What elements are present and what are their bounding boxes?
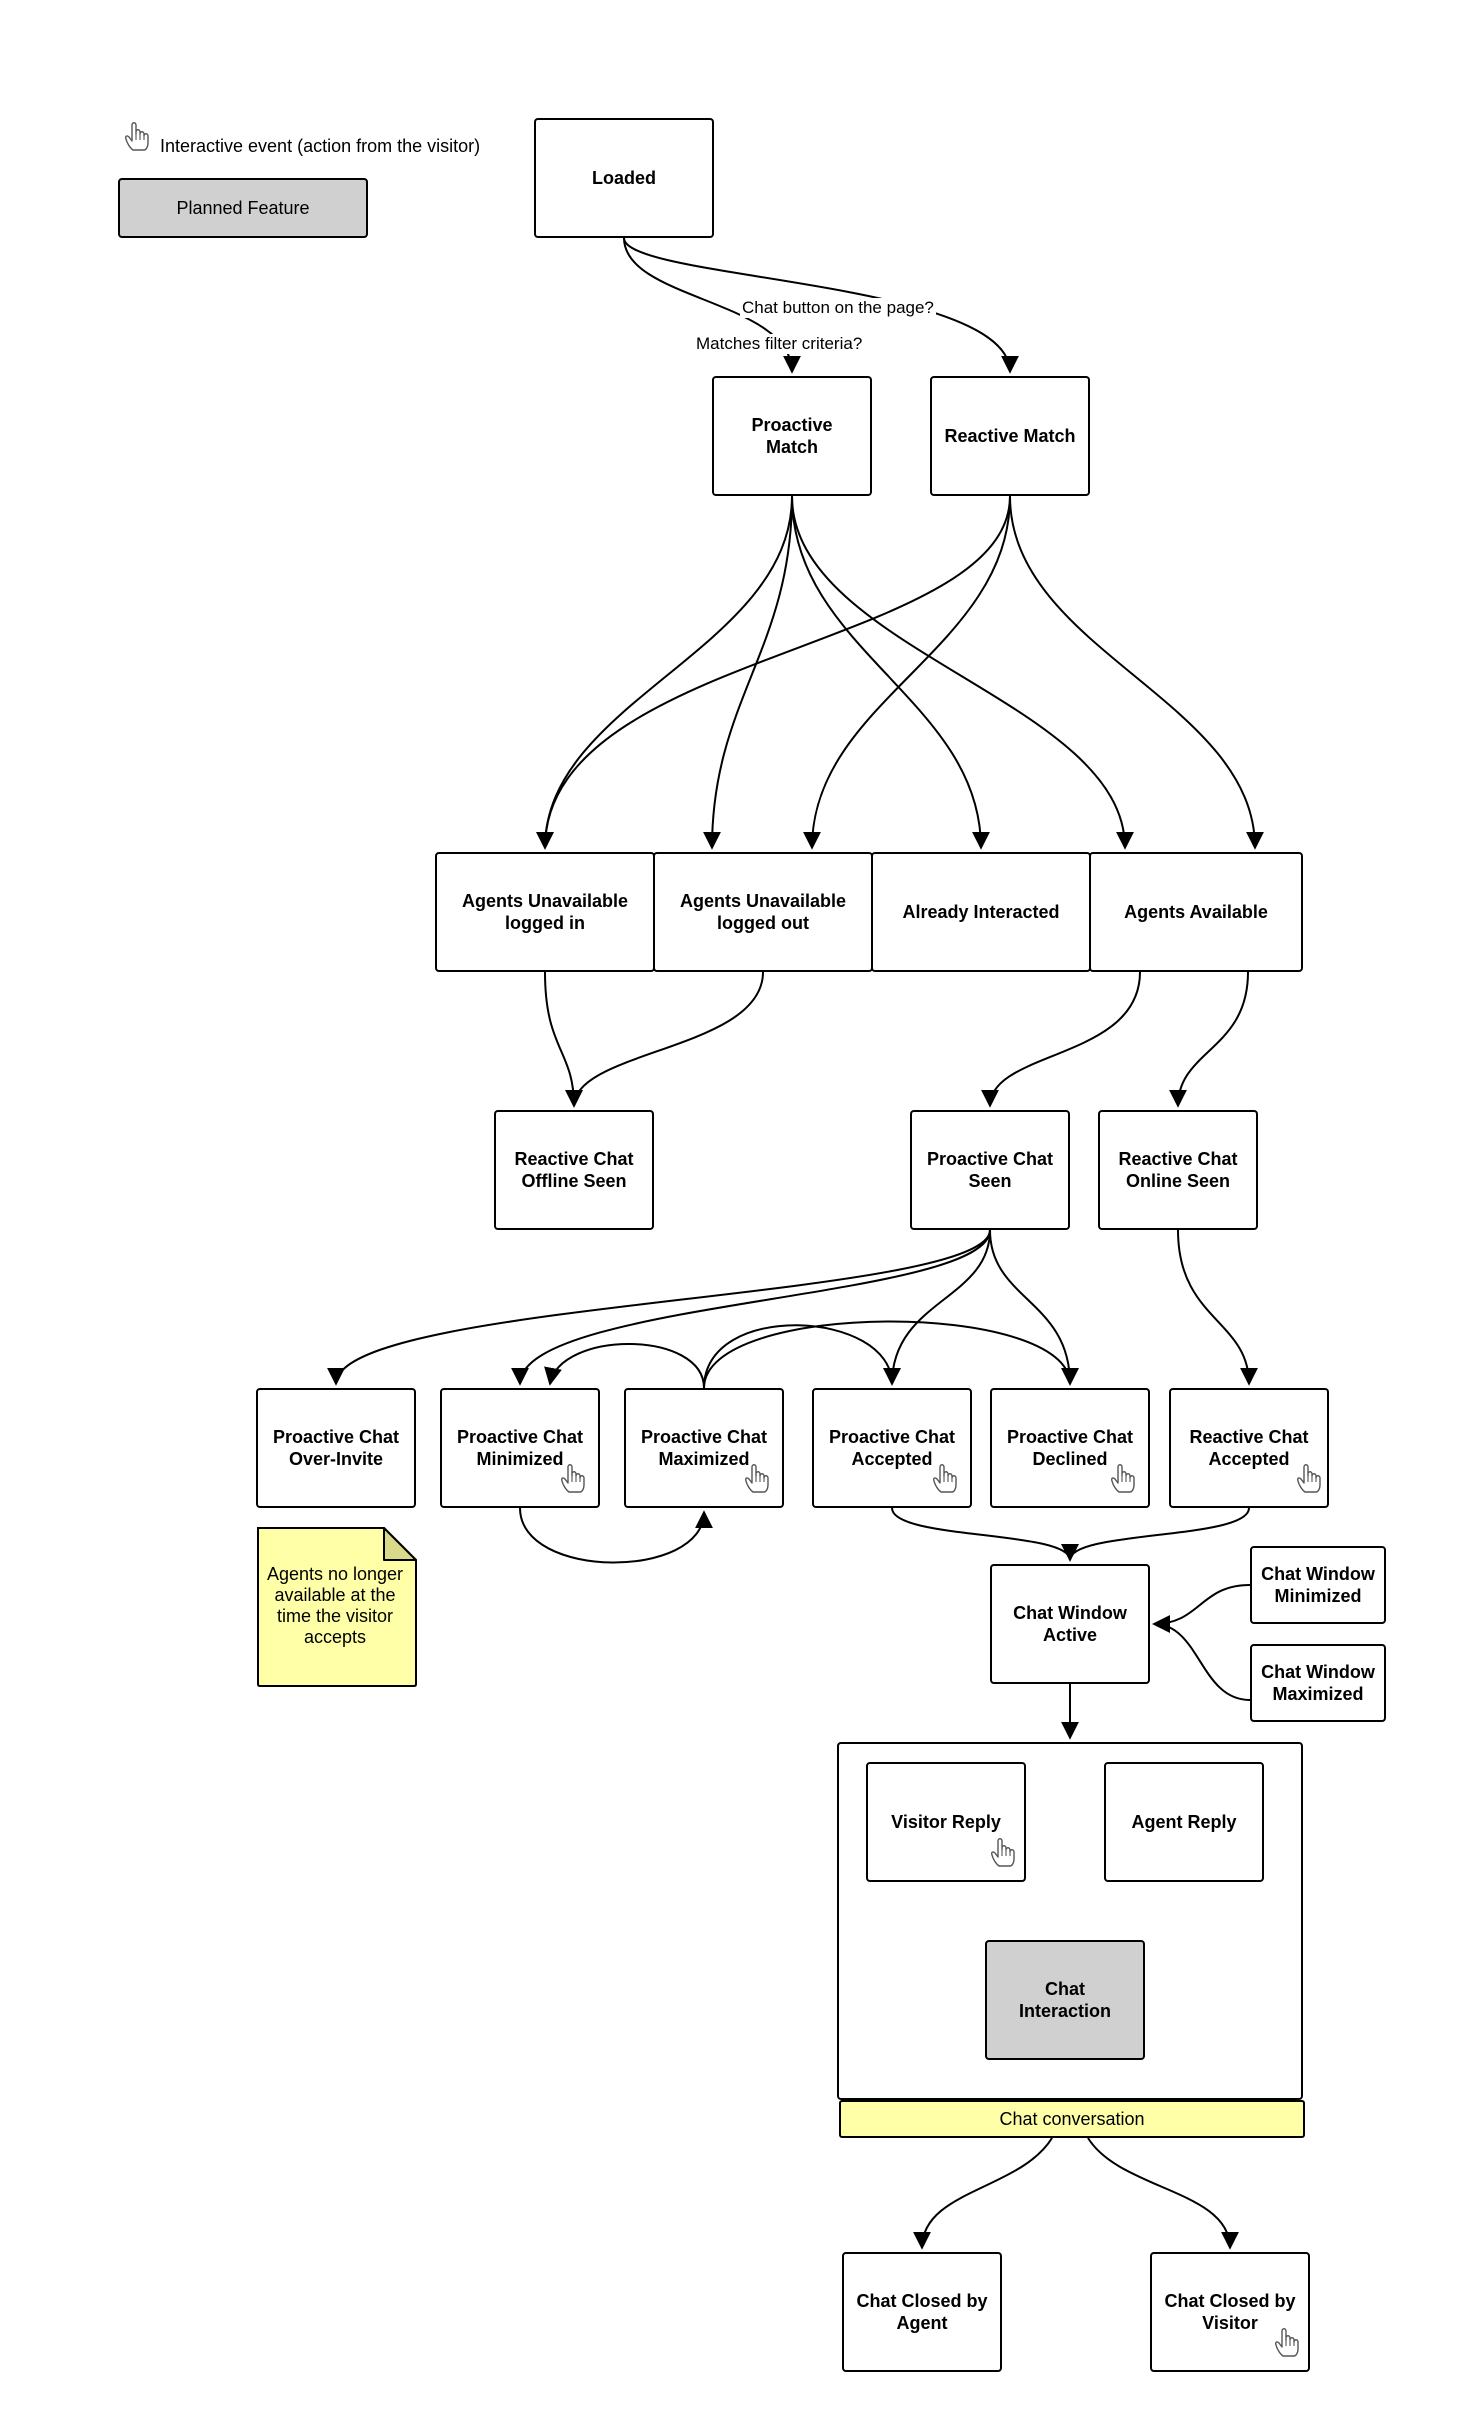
node-proactive-chat-accepted: Proactive Chat Accepted	[812, 1388, 972, 1508]
edge-minimized-to-maximized	[519, 1507, 713, 1564]
edge-reactive-accepted-to-chat-window	[1061, 1507, 1250, 1562]
edge-proactive-match-to-logged-in	[536, 495, 793, 850]
edge-agents-available-to-proactive-seen	[981, 971, 1141, 1108]
chat-conversation-label: Chat conversation	[839, 2100, 1305, 2138]
edge-proactive-seen-to-minimized	[511, 1229, 991, 1386]
node-agents-unavailable-logged-in: Agents Unavailable logged in	[435, 852, 655, 972]
sticky-note	[257, 1527, 417, 1687]
edge-reactive-online-seen-to-reactive-accepted	[1177, 1229, 1258, 1386]
edge-logged-out-to-offline-seen	[565, 971, 764, 1108]
hand-icon-closed-by-visitor	[1274, 2326, 1300, 2358]
edge-maximized-to-accepted	[703, 1324, 901, 1389]
edge-reactive-match-to-logged-in	[536, 495, 1011, 850]
node-proactive-chat-maximized: Proactive Chat Maximized	[624, 1388, 784, 1508]
sticky-note-text: Agents no longer available at the time t…	[266, 1564, 404, 1647]
node-proactive-match: Proactive Match	[712, 376, 872, 496]
edge-label-matches-filter: Matches filter criteria?	[694, 334, 865, 354]
node-already-interacted: Already Interacted	[871, 852, 1091, 972]
node-agents-unavailable-logged-out: Agents Unavailable logged out	[653, 852, 873, 972]
hand-icon-maximized	[744, 1462, 770, 1494]
edge-proactive-seen-to-declined	[989, 1229, 1079, 1386]
hand-icon-visitor-reply	[990, 1836, 1016, 1868]
edge-reactive-match-to-agents-available	[1009, 495, 1264, 850]
edge-chat-window-minimized-to-active	[1152, 1584, 1251, 1633]
node-chat-interaction: Chat Interaction	[985, 1940, 1145, 2060]
edge-proactive-match-to-logged-out	[703, 495, 793, 850]
edge-label-chat-button: Chat button on the page?	[740, 298, 936, 318]
node-proactive-chat-seen: Proactive Chat Seen	[910, 1110, 1070, 1230]
node-reactive-chat-offline-seen: Reactive Chat Offline Seen	[494, 1110, 654, 1230]
edge-maximized-to-minimized	[544, 1343, 705, 1389]
edge-maximized-to-declined	[703, 1320, 1079, 1389]
edge-logged-in-to-offline-seen	[544, 971, 583, 1108]
legend-planned-feature: Planned Feature	[118, 178, 368, 238]
hand-icon-declined	[1110, 1462, 1136, 1494]
edge-conversation-to-closed-by-agent	[913, 2137, 1053, 2250]
node-chat-closed-by-visitor: Chat Closed by Visitor	[1150, 2252, 1310, 2372]
edge-proactive-match-to-already-interacted	[791, 495, 990, 850]
node-agents-available: Agents Available	[1089, 852, 1303, 972]
edge-proactive-seen-to-over-invite	[327, 1229, 991, 1386]
edge-proactive-match-to-agents-available	[791, 495, 1134, 850]
node-chat-window-maximized: Chat Window Maximized	[1250, 1644, 1386, 1722]
node-chat-closed-by-agent: Chat Closed by Agent	[842, 2252, 1002, 2372]
node-proactive-chat-over-invite: Proactive Chat Over-Invite	[256, 1388, 416, 1508]
node-reactive-match: Reactive Match	[930, 376, 1090, 496]
edge-accepted-to-chat-window	[891, 1507, 1079, 1562]
hand-icon-accepted	[932, 1462, 958, 1494]
node-loaded: Loaded	[534, 118, 714, 238]
edge-conversation-to-closed-by-visitor	[1087, 2137, 1239, 2250]
edge-agents-available-to-reactive-online-seen	[1169, 971, 1249, 1108]
node-chat-window-active: Chat Window Active	[990, 1564, 1150, 1684]
node-reactive-chat-online-seen: Reactive Chat Online Seen	[1098, 1110, 1258, 1230]
hand-icon-minimized	[560, 1462, 586, 1494]
node-chat-window-minimized: Chat Window Minimized	[1250, 1546, 1386, 1624]
edge-loaded-to-reactive-match	[623, 237, 1019, 374]
edge-reactive-match-to-logged-out	[803, 495, 1011, 850]
node-proactive-chat-declined: Proactive Chat Declined	[990, 1388, 1150, 1508]
hand-icon-reactive-accepted	[1296, 1462, 1322, 1494]
edge-proactive-seen-to-accepted	[883, 1229, 991, 1386]
node-agent-reply: Agent Reply	[1104, 1762, 1264, 1882]
interactive-hand-icon	[124, 120, 150, 152]
legend-interactive-label: Interactive event (action from the visit…	[160, 136, 481, 156]
edge-chat-window-maximized-to-active	[1152, 1615, 1251, 1701]
